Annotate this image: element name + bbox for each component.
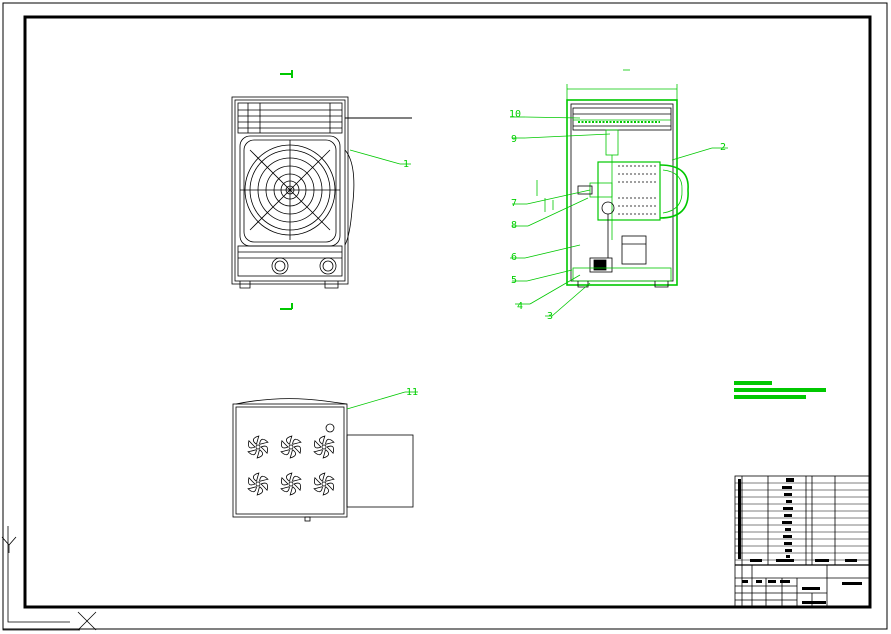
callout-4: 4 (517, 301, 523, 312)
callout-3: 3 (547, 311, 553, 322)
section-marker-bottom (280, 303, 293, 310)
title-block-entries (738, 478, 862, 604)
fan-vent-grid (247, 423, 335, 496)
callout-5: 5 (511, 275, 517, 286)
section-marker-top (280, 70, 293, 78)
callout-8: 8 (511, 220, 517, 231)
title-block (734, 475, 871, 607)
drawing-border (23, 15, 872, 609)
ucs-icon (1, 526, 97, 631)
callout-1: 1 (403, 159, 409, 170)
front-view (231, 70, 412, 310)
technical-notes-block (734, 381, 826, 399)
callout-10: 10 (509, 109, 521, 120)
callout-7: 7 (511, 198, 517, 209)
fan-icon (313, 435, 335, 459)
top-view (232, 398, 414, 522)
fan-icon (313, 472, 335, 496)
fan-icon (247, 472, 269, 496)
leader-lines (346, 116, 728, 410)
fan-icon (280, 435, 302, 459)
callout-2: 2 (720, 142, 726, 153)
section-view (536, 69, 689, 288)
fan-icon (247, 435, 269, 459)
callout-9: 9 (511, 134, 517, 145)
callout-6: 6 (511, 252, 517, 263)
knob-icon (325, 423, 335, 433)
fan-icon (280, 472, 302, 496)
callout-11: 11 (406, 387, 418, 398)
